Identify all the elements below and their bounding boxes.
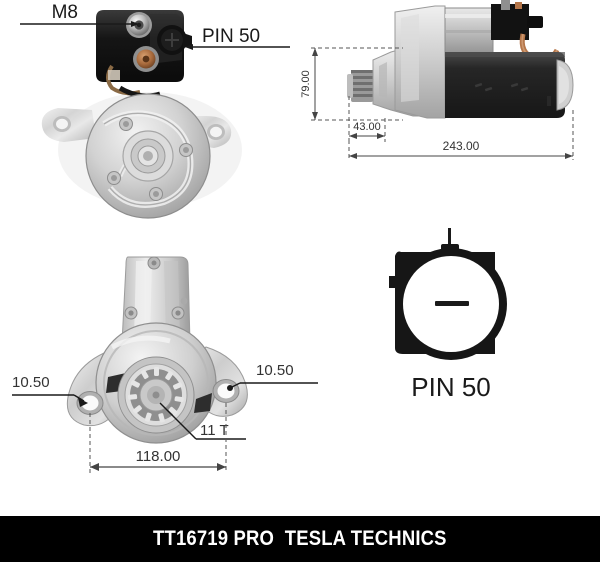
shaft-centre	[143, 151, 153, 161]
dimension-243-label: 243.00	[443, 139, 480, 153]
callout-hole-right: 10.50	[227, 362, 318, 391]
connector-pin-stem	[448, 228, 451, 250]
callout-teeth-label: 11 T	[200, 422, 229, 439]
body-vent-marks	[474, 82, 551, 106]
dimension-118: 118.00	[89, 403, 227, 473]
motor-body	[445, 52, 565, 118]
dimension-79: 79.00	[300, 47, 403, 121]
dimension-43-label: 43.00	[353, 121, 381, 133]
brand-footer-bar: TT16719 PRO TESLA TECHNICS	[0, 516, 600, 562]
pin50-connector-diagram: PIN 50	[355, 228, 585, 408]
dimension-243: 243.00	[348, 110, 574, 160]
starter-front-solenoid-view: M8 PIN 50	[0, 0, 300, 232]
pin50-caption: PIN 50	[411, 372, 491, 402]
callout-hole-right-label: 10.50	[256, 362, 294, 379]
callout-pin50-label: PIN 50	[202, 26, 260, 47]
starter-drive-end-view: 10.50 10.50 11 T	[0, 235, 330, 495]
connector-slot-marker	[435, 301, 469, 306]
starter-side-profile-view: 79.00 43.00 243.00	[295, 0, 600, 170]
callout-hole-left-label: 10.50	[12, 374, 50, 391]
connector-tab	[183, 33, 192, 48]
dimension-79-label: 79.00	[300, 70, 312, 98]
pin50-connector-side	[527, 16, 543, 28]
callout-m8-label: M8	[52, 2, 78, 23]
recess-right	[194, 393, 212, 413]
gear-teeth	[127, 367, 184, 423]
callout-hole-left: 10.50	[12, 374, 88, 407]
pinion-gear	[347, 70, 373, 102]
callout-pin50: PIN 50	[185, 26, 290, 50]
dimension-118-label: 118.00	[136, 448, 181, 465]
dimension-43: 43.00	[348, 96, 386, 142]
callout-m8: M8	[20, 2, 139, 27]
m8-stud-side	[501, 0, 510, 10]
flange-bolts	[107, 117, 193, 201]
brand-footer-text: TT16719 PRO TESLA TECHNICS	[153, 527, 447, 550]
callout-teeth: 11 T	[159, 402, 246, 440]
